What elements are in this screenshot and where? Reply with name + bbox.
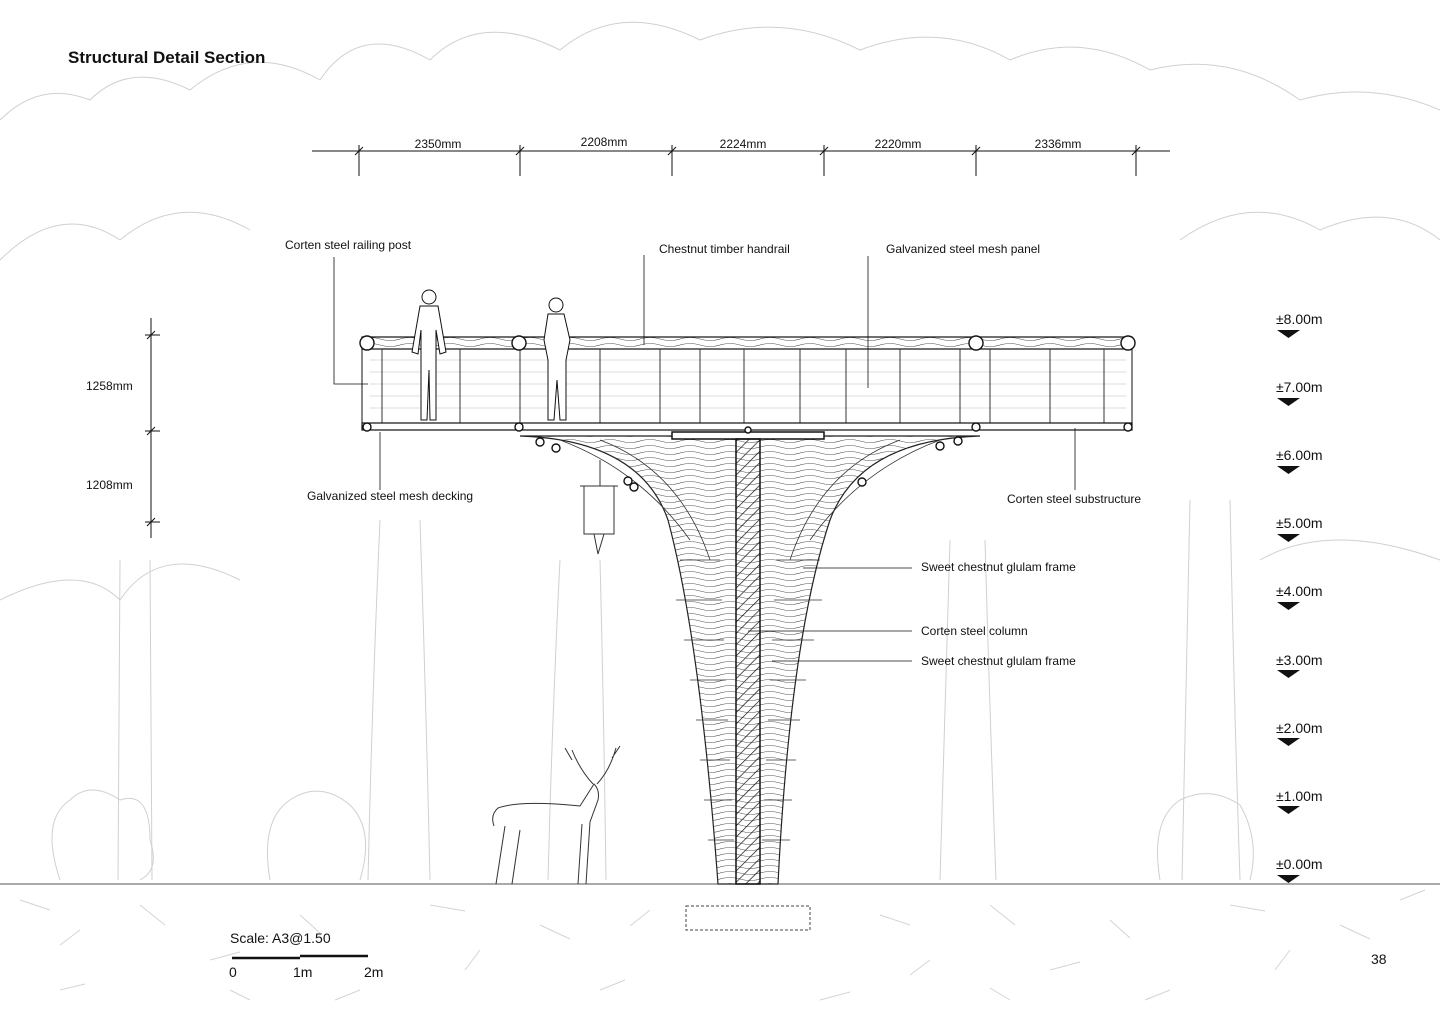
label-substructure: Corten steel substructure — [1007, 492, 1142, 506]
label-mesh-panel: Galvanized steel mesh panel — [886, 242, 1041, 256]
page-number: 38 — [1371, 951, 1387, 967]
dimension-label: 2220mm — [874, 137, 922, 151]
scale-tick-label: 1m — [293, 964, 313, 980]
dimension-label: 2350mm — [414, 137, 462, 151]
level-label: ±2.00m — [1276, 720, 1323, 736]
label-corten-column: Corten steel column — [921, 624, 1028, 638]
people-figures — [411, 289, 571, 421]
level-label: ±6.00m — [1276, 447, 1323, 463]
level-label: ±1.00m — [1276, 788, 1323, 804]
dimension-label-vertical: 1258mm — [86, 379, 133, 393]
scale-title: Scale: A3@1.50 — [230, 930, 331, 946]
dimension-label: 2224mm — [719, 137, 767, 151]
page-title: Structural Detail Section — [68, 48, 266, 67]
level-label: ±5.00m — [1276, 515, 1323, 531]
label-handrail: Chestnut timber handrail — [659, 242, 790, 256]
level-label: ±8.00m — [1276, 311, 1323, 327]
level-markers — [1277, 330, 1300, 883]
ground — [0, 883, 1440, 1001]
deer-figure — [492, 745, 621, 885]
scale-tick-label: 2m — [364, 964, 384, 980]
dimension-label-vertical: 1208mm — [86, 478, 133, 492]
level-label: ±7.00m — [1276, 379, 1323, 395]
scale-tick-label: 0 — [229, 964, 237, 980]
level-label: ±4.00m — [1276, 583, 1323, 599]
label-glulam-frame-upper: Sweet chestnut glulam frame — [921, 560, 1076, 574]
scale-bar — [232, 954, 368, 960]
dimension-lines — [145, 145, 1170, 538]
leader-lines — [333, 255, 1076, 662]
background-trees — [0, 21, 1440, 881]
corten-column — [671, 431, 825, 885]
label-mesh-decking: Galvanized steel mesh decking — [307, 489, 474, 503]
level-label: ±0.00m — [1276, 856, 1323, 872]
label-railing-post: Corten steel railing post — [285, 238, 412, 252]
label-glulam-frame-lower: Sweet chestnut glulam frame — [921, 654, 1076, 668]
dimension-label: 2208mm — [580, 135, 628, 149]
level-label: ±3.00m — [1276, 652, 1323, 668]
bird-box — [580, 460, 618, 555]
dimension-label: 2336mm — [1034, 137, 1082, 151]
